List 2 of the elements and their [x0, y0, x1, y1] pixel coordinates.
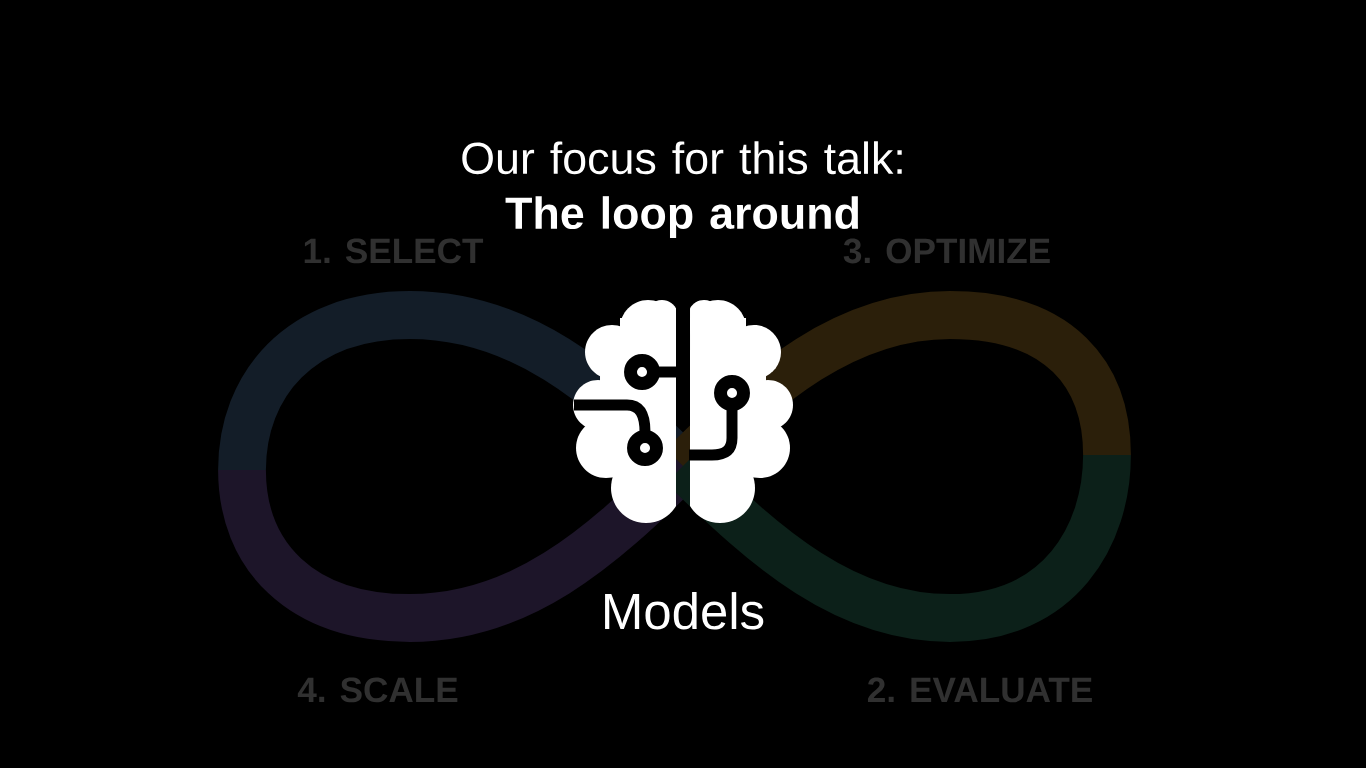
- icon-label: Models: [605, 592, 764, 630]
- title: Our focus for this talk: The loop around: [462, 141, 902, 238]
